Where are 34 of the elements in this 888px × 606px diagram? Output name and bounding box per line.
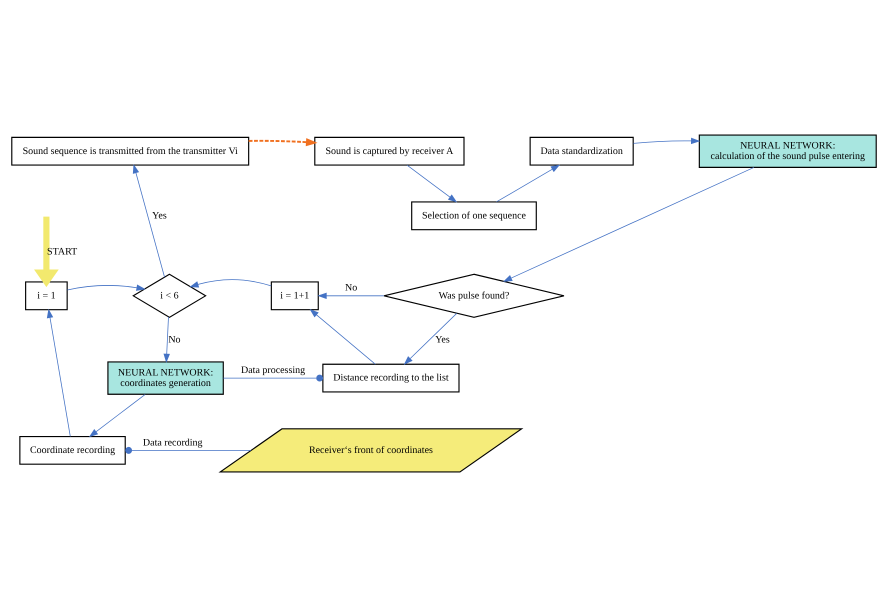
node-box: i = 1 (25, 280, 68, 310)
connector (222, 374, 324, 382)
node-box: Sound sequence is transmitted from the transmitter Vi (11, 136, 250, 166)
arrow (34, 216, 59, 287)
arrow (502, 166, 754, 282)
arrow (66, 284, 146, 290)
edge-label: No (345, 282, 358, 294)
arrow (404, 312, 458, 364)
node-box: Data standardization (530, 136, 634, 166)
arrow (633, 137, 700, 144)
node-box: Coordinate recording (19, 435, 126, 464)
arrow (310, 308, 376, 364)
arrow (189, 278, 272, 287)
arrow (406, 164, 458, 202)
node-box: Distance recording to the list (322, 363, 460, 392)
arrow (164, 316, 170, 362)
edge-label: No (168, 334, 181, 345)
edge-label: Yes (435, 334, 450, 345)
edge-label: Data recording (142, 436, 203, 448)
node-box: i = 1+1 (270, 280, 319, 310)
node-diamond: i < 6 (132, 273, 207, 318)
node-box: NEURAL NETWORK: coordinates generation (107, 360, 224, 394)
arrow (88, 394, 146, 437)
arrow (46, 308, 71, 436)
arrow (317, 292, 384, 299)
node-box: NEURAL NETWORK: calculation of the sound pulse entering (698, 134, 877, 168)
arrow (132, 164, 165, 277)
connector (125, 446, 252, 454)
node-box: Sound is captured by receiver A (314, 136, 465, 166)
arrow (496, 164, 560, 202)
edge-label: Yes (152, 210, 167, 221)
edge-label: Data processing (241, 364, 306, 376)
arrow (248, 138, 318, 146)
node-box: Selection of one sequence (411, 200, 537, 230)
